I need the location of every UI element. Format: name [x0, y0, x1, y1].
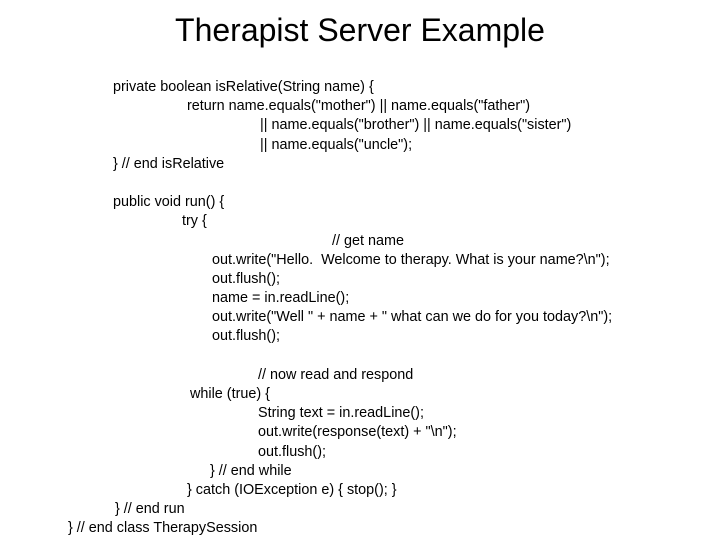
code-line: || name.equals("brother") || name.equals… [0, 116, 720, 135]
code-line-text: out.flush(); [212, 270, 280, 287]
code-line: // now read and respond [0, 366, 720, 385]
code-line-text: } // end while [210, 462, 292, 479]
code-line-text: } catch (IOException e) { stop(); } [187, 481, 397, 498]
code-line: try { [0, 212, 720, 231]
code-line-text: out.write("Well " + name + " what can we… [212, 309, 613, 326]
code-line: public void run() { [0, 193, 720, 212]
code-line: return name.equals("mother") || name.equ… [0, 97, 720, 116]
code-block: private boolean isRelative(String name) … [0, 78, 720, 539]
code-line-text: return name.equals("mother") || name.equ… [187, 98, 531, 115]
code-line-text: out.write("Hello. Welcome to therapy. Wh… [212, 251, 610, 268]
code-line: String text = in.readLine(); [0, 404, 720, 423]
code-blank-line [0, 174, 720, 193]
code-line: out.write("Well " + name + " what can we… [0, 308, 720, 327]
code-line-text: || name.equals("brother") || name.equals… [260, 117, 572, 134]
code-line-text: public void run() { [113, 194, 225, 211]
code-line: name = in.readLine(); [0, 289, 720, 308]
code-line-text: out.flush(); [258, 443, 326, 460]
code-line-text: // now read and respond [258, 366, 414, 383]
code-line-text: name = in.readLine(); [212, 290, 350, 307]
code-line: out.write(response(text) + "\n"); [0, 423, 720, 442]
code-line-text: // get name [332, 232, 404, 249]
code-line-text: String text = in.readLine(); [258, 405, 424, 422]
code-line-text: out.write(response(text) + "\n"); [258, 424, 457, 441]
code-line: out.flush(); [0, 270, 720, 289]
code-line: } catch (IOException e) { stop(); } [0, 481, 720, 500]
code-line: } // end run [0, 500, 720, 519]
code-line: out.flush(); [0, 327, 720, 346]
code-line-text: } // end isRelative [113, 155, 225, 172]
code-blank-line [0, 347, 720, 366]
code-line-text: out.flush(); [212, 328, 280, 345]
code-line-text: while (true) { [190, 386, 270, 402]
code-line: // get name [0, 232, 720, 251]
page-title: Therapist Server Example [175, 12, 545, 48]
code-line-text: private boolean isRelative(String name) … [113, 79, 374, 95]
code-line-text: || name.equals("uncle"); [260, 136, 413, 153]
code-line: || name.equals("uncle"); [0, 136, 720, 155]
code-line: } // end while [0, 462, 720, 481]
code-line-text: } // end class TherapySession [68, 520, 258, 537]
code-line: private boolean isRelative(String name) … [0, 78, 720, 97]
code-line-text: } // end run [115, 501, 185, 518]
code-line: } // end isRelative [0, 155, 720, 174]
code-line: out.flush(); [0, 443, 720, 462]
code-line: while (true) { [0, 385, 720, 404]
code-line: out.write("Hello. Welcome to therapy. Wh… [0, 251, 720, 270]
code-line: } // end class TherapySession [0, 519, 720, 538]
code-line-text: try { [182, 213, 207, 230]
